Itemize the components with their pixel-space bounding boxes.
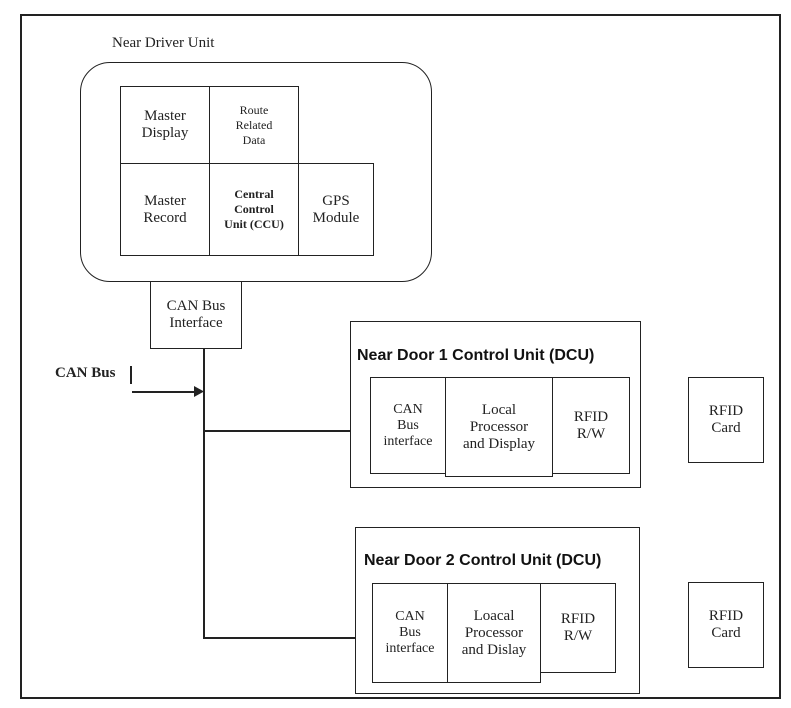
can-bus-label: CAN Bus (55, 365, 116, 381)
can-bus-trunk-line (203, 349, 205, 638)
dcu2-title: Near Door 2 Control Unit (DCU) (364, 552, 602, 569)
near-driver-unit-box (80, 62, 432, 282)
arrow-head-icon (194, 386, 204, 397)
diagram-frame (20, 14, 781, 699)
can-bus-arrow-line (132, 391, 196, 393)
dcu2-branch-line (203, 637, 372, 639)
can-bus-cursor-mark (130, 366, 132, 384)
near-driver-unit-title: Near Driver Unit (112, 35, 215, 51)
dcu1-branch-line (203, 430, 370, 432)
dcu1-title: Near Door 1 Control Unit (DCU) (357, 347, 595, 364)
